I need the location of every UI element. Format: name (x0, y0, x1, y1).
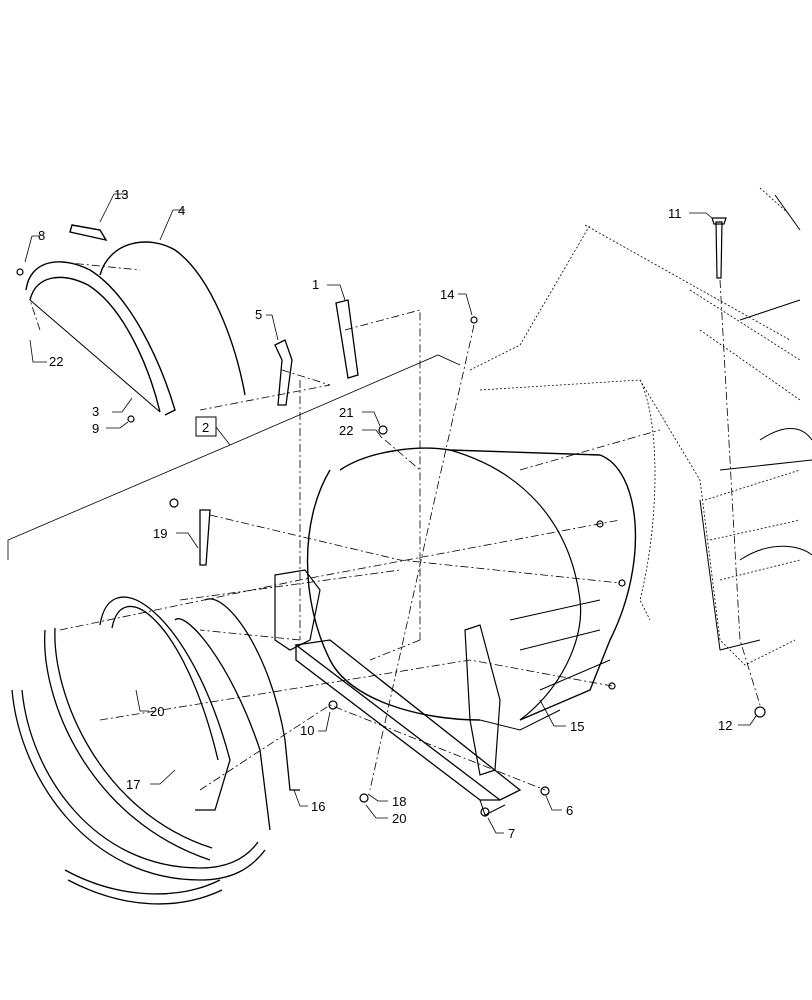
callout-13[interactable]: 13 (114, 187, 128, 202)
callout-22-upper[interactable]: 22 (339, 423, 353, 438)
leader-lines (24, 193, 757, 834)
callout-1[interactable]: 1 (312, 277, 319, 292)
callout-3[interactable]: 3 (92, 404, 99, 419)
callout-10[interactable]: 10 (300, 723, 314, 738)
frame-assembly (469, 187, 812, 666)
callout-labels: 1 2 3 4 5 6 7 8 9 10 11 12 13 14 15 16 1… (38, 187, 732, 841)
callout-8[interactable]: 8 (38, 228, 45, 243)
mounting-plates (274, 569, 501, 776)
cross-beam (294, 639, 522, 816)
arc-parts (11, 596, 300, 905)
alignment-lines (29, 261, 761, 791)
callout-9[interactable]: 9 (92, 421, 99, 436)
callout-20-upper[interactable]: 20 (150, 704, 164, 719)
callout-4[interactable]: 4 (178, 203, 185, 218)
hardware (16, 217, 766, 817)
callout-20-lower[interactable]: 20 (392, 811, 406, 826)
callout-12[interactable]: 12 (718, 718, 732, 733)
callout-16[interactable]: 16 (311, 799, 325, 814)
callout-22-left[interactable]: 22 (49, 354, 63, 369)
top-arcs (25, 224, 246, 416)
callout-6[interactable]: 6 (566, 803, 573, 818)
callout-18[interactable]: 18 (392, 794, 406, 809)
callout-2[interactable]: 2 (202, 420, 209, 435)
callout-14[interactable]: 14 (440, 287, 454, 302)
callout-11[interactable]: 11 (668, 206, 682, 221)
callout-15[interactable]: 15 (570, 719, 584, 734)
callout-17[interactable]: 17 (126, 777, 140, 792)
callout-21[interactable]: 21 (339, 405, 353, 420)
callout-7[interactable]: 7 (508, 826, 515, 841)
callout-19[interactable]: 19 (153, 526, 167, 541)
callout-5[interactable]: 5 (255, 307, 262, 322)
small-parts (199, 299, 359, 566)
drum-housing (306, 447, 637, 731)
reference-box-2[interactable] (7, 354, 461, 560)
